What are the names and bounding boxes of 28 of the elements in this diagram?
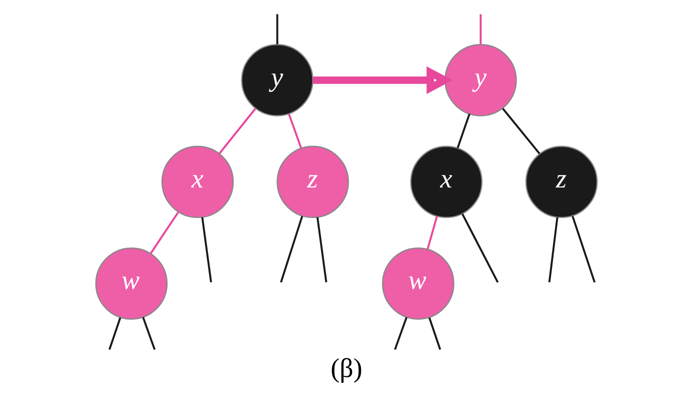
connector: [461, 214, 498, 283]
connector: [502, 108, 540, 154]
node-circle: y: [240, 44, 313, 116]
connector: [287, 114, 302, 148]
connector: [218, 108, 256, 154]
node-circle: w: [382, 247, 454, 320]
connector: [426, 216, 438, 250]
connector: [316, 217, 327, 282]
connector: [142, 316, 156, 350]
node-circle: x: [160, 146, 234, 218]
connector: [108, 317, 121, 350]
node-circle: y: [444, 44, 516, 116]
connector: [276, 14, 278, 44]
caption: (β): [330, 353, 362, 384]
connector: [200, 217, 212, 282]
connector: [479, 14, 482, 44]
node-circle: w: [94, 247, 168, 320]
connector: [548, 217, 558, 282]
connector: [571, 216, 596, 283]
connector: [456, 114, 470, 148]
arrow: [312, 66, 452, 94]
connector: [280, 216, 303, 283]
node-circle: x: [410, 146, 482, 218]
connector: [428, 317, 441, 350]
connector: [149, 212, 178, 254]
node-circle: z: [524, 146, 598, 218]
connector: [394, 316, 407, 350]
node-circle: z: [276, 146, 348, 218]
